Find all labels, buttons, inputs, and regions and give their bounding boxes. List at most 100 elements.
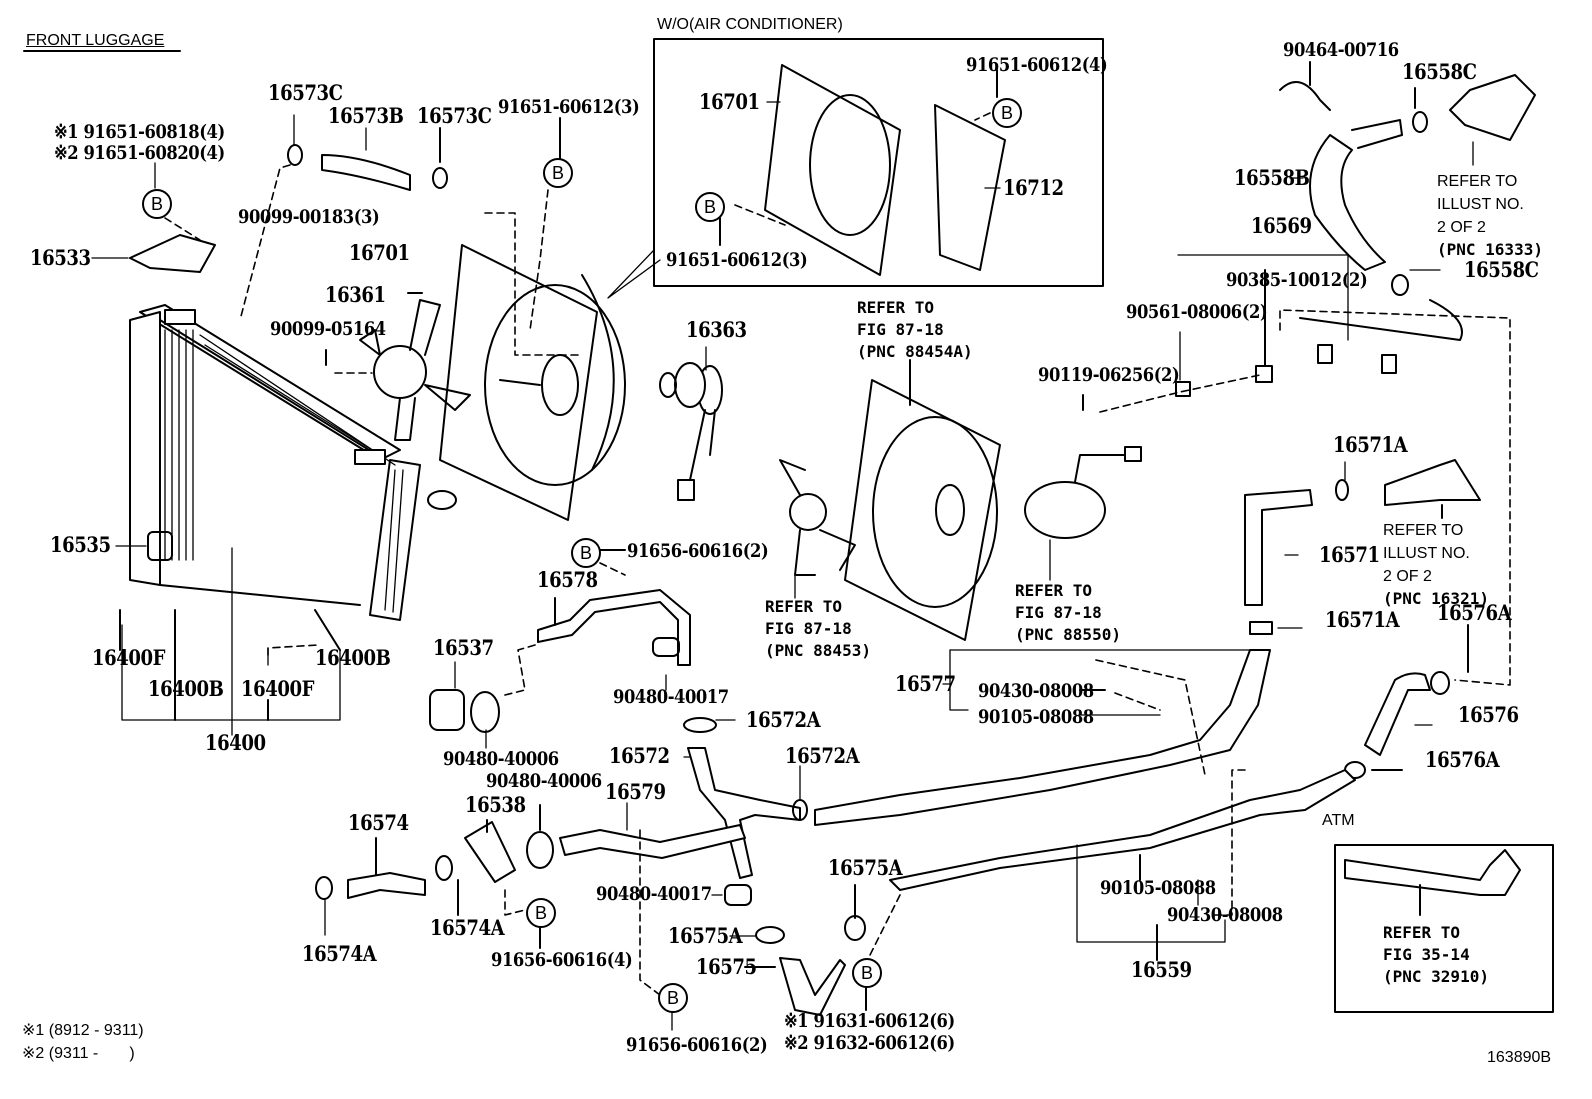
part-label-91631-60612[interactable]: ※1 91631-60612(6) xyxy=(784,1010,955,1032)
part-label-90119-06256[interactable]: 90119-06256(2) xyxy=(1038,364,1180,386)
part-label-91651-60612-4[interactable]: 91651-60612(4) xyxy=(966,54,1108,76)
part-label-16575A[interactable]: 16575A xyxy=(828,855,903,880)
part-label-16558C[interactable]: 16558C xyxy=(1464,257,1539,282)
part-label-16573C[interactable]: 16573C xyxy=(417,103,492,128)
part-label-90385-10012[interactable]: 90385-10012(2) xyxy=(1226,269,1368,291)
part-label-16571A[interactable]: 16571A xyxy=(1333,432,1408,457)
part-label-91651-60612-3-inset[interactable]: 91651-60612(3) xyxy=(666,249,808,271)
inset-shroud-drawing xyxy=(764,64,1006,276)
part-label-91656-60616-2-bottom[interactable]: 91656-60616(2) xyxy=(626,1034,768,1056)
part-label-16400B[interactable]: 16400B xyxy=(315,645,391,670)
part-label-16572A[interactable]: 16572A xyxy=(746,707,821,732)
leader-dashed xyxy=(529,189,549,331)
reference-line: FIG 35-14 xyxy=(1383,945,1470,964)
part-label-16572A[interactable]: 16572A xyxy=(785,743,860,768)
part-label-16574A[interactable]: 16574A xyxy=(430,915,505,940)
reference-line: 2 OF 2 xyxy=(1437,219,1486,236)
pipe-16559 xyxy=(889,769,1356,891)
part-label-16400B[interactable]: 16400B xyxy=(148,676,224,701)
part-label-16575A[interactable]: 16575A xyxy=(668,923,743,948)
part-label-91651-60612[interactable]: 91651-60612(3) xyxy=(498,96,640,118)
part-label-90464-00716[interactable]: 90464-00716 xyxy=(1283,39,1399,61)
part-label-16400[interactable]: 16400 xyxy=(205,730,266,755)
reference-line: (PNC 88550) xyxy=(1015,625,1121,644)
part-label-90105-08088[interactable]: 90105-08088 xyxy=(978,706,1094,728)
part-label-90099-05164[interactable]: 90099-05164 xyxy=(270,318,386,340)
grommet xyxy=(1175,381,1191,397)
part-label-16559[interactable]: 16559 xyxy=(1131,957,1192,982)
part-label-16571A[interactable]: 16571A xyxy=(1325,607,1400,632)
leader-dashed xyxy=(484,212,581,356)
part-label-16575[interactable]: 16575 xyxy=(696,954,757,979)
part-label-91656-60616-4[interactable]: 91656-60616(4) xyxy=(491,949,633,971)
part-label-16701[interactable]: 16701 xyxy=(349,240,410,265)
part-label-91651-60818[interactable]: ※1 91651-60818(4) xyxy=(54,121,225,143)
reference-line: (PNC 16333) xyxy=(1437,240,1543,259)
reference-line: (PNC 88453) xyxy=(765,641,871,660)
part-label-91651-60820[interactable]: ※2 91651-60820(4) xyxy=(54,142,225,164)
part-label-90430-08008-b[interactable]: 90430-08008 xyxy=(1167,904,1283,926)
inset-box-atm xyxy=(1334,844,1554,1013)
part-label-16400F[interactable]: 16400F xyxy=(92,645,166,670)
part-label-16576A[interactable]: 16576A xyxy=(1425,747,1500,772)
reference-line: REFER TO xyxy=(1383,522,1464,539)
center-fan-assembly-drawing xyxy=(779,379,1142,641)
part-label-90105-08088-b[interactable]: 90105-08088 xyxy=(1100,877,1216,899)
reference-line: (PNC 88454A) xyxy=(857,342,973,361)
part-label-16535[interactable]: 16535 xyxy=(50,532,111,557)
part-label-90430-08008[interactable]: 90430-08008 xyxy=(978,680,1094,702)
part-label-90561-08006[interactable]: 90561-08006(2) xyxy=(1126,301,1268,323)
reference-pnc-88453: REFER TO FIG 87-18 (PNC 88453) xyxy=(765,596,871,662)
clip xyxy=(1381,354,1397,374)
part-label-16558C[interactable]: 16558C xyxy=(1402,59,1477,84)
bracket-line-16400 xyxy=(121,624,341,721)
part-label-91656-60616-2[interactable]: 91656-60616(2) xyxy=(627,540,769,562)
clamp-16573c-b xyxy=(432,167,448,189)
part-label-90099-00183[interactable]: 90099-00183(3) xyxy=(238,206,380,228)
part-label-16361[interactable]: 16361 xyxy=(325,282,386,307)
part-label-16572[interactable]: 16572 xyxy=(609,743,670,768)
part-label-16578[interactable]: 16578 xyxy=(537,567,598,592)
part-label-16574A[interactable]: 16574A xyxy=(302,941,377,966)
part-label-16363[interactable]: 16363 xyxy=(686,317,747,342)
clamp-16573c-a xyxy=(287,144,303,166)
water-outlet xyxy=(1449,74,1536,141)
water-inlet xyxy=(1384,459,1481,506)
bolt-marker-b: B xyxy=(852,958,882,988)
pipe-16579 xyxy=(559,824,746,859)
part-label-16574[interactable]: 16574 xyxy=(348,810,409,835)
reference-line: REFER TO xyxy=(765,597,843,616)
clamp-16571a-a xyxy=(1335,479,1349,501)
bolt-marker-b: B xyxy=(543,158,573,188)
part-label-90480-40017[interactable]: 90480-40017 xyxy=(613,686,729,708)
part-label-16569[interactable]: 16569 xyxy=(1251,213,1312,238)
grommet-16537 xyxy=(429,689,465,731)
part-label-16558B[interactable]: 16558B xyxy=(1234,165,1310,190)
part-label-16400F[interactable]: 16400F xyxy=(241,676,315,701)
part-label-16573B[interactable]: 16573B xyxy=(328,103,404,128)
clamp-16575a-a xyxy=(755,926,785,944)
part-label-91632-60612[interactable]: ※2 91632-60612(6) xyxy=(784,1032,955,1054)
part-label-90480-40006-b[interactable]: 90480-40006 xyxy=(486,770,602,792)
part-label-16537[interactable]: 16537 xyxy=(433,635,494,660)
leader-dashed xyxy=(1095,659,1206,776)
part-label-16533[interactable]: 16533 xyxy=(30,245,91,270)
part-label-16573C[interactable]: 16573C xyxy=(268,80,343,105)
part-label-16538[interactable]: 16538 xyxy=(465,792,526,817)
reference-pnc-88454A: REFER TO FIG 87-18 (PNC 88454A) xyxy=(857,297,973,363)
part-label-16712[interactable]: 16712 xyxy=(1003,175,1064,200)
part-label-90480-40017-b[interactable]: 90480-40017 xyxy=(596,883,712,905)
part-label-16576A[interactable]: 16576A xyxy=(1437,600,1512,625)
part-label-16579[interactable]: 16579 xyxy=(605,779,666,804)
leader-dashed xyxy=(639,829,661,996)
part-label-90480-40006[interactable]: 90480-40006 xyxy=(443,748,559,770)
leader-dashed xyxy=(504,889,526,916)
part-label-16577[interactable]: 16577 xyxy=(895,671,956,696)
part-label-16701-inset[interactable]: 16701 xyxy=(699,89,760,114)
part-label-16576[interactable]: 16576 xyxy=(1458,702,1519,727)
clamp-16575a-b xyxy=(844,915,866,941)
bolt-marker-b: B xyxy=(658,983,688,1013)
reference-line: REFER TO xyxy=(857,298,935,317)
part-label-16571[interactable]: 16571 xyxy=(1319,542,1380,567)
